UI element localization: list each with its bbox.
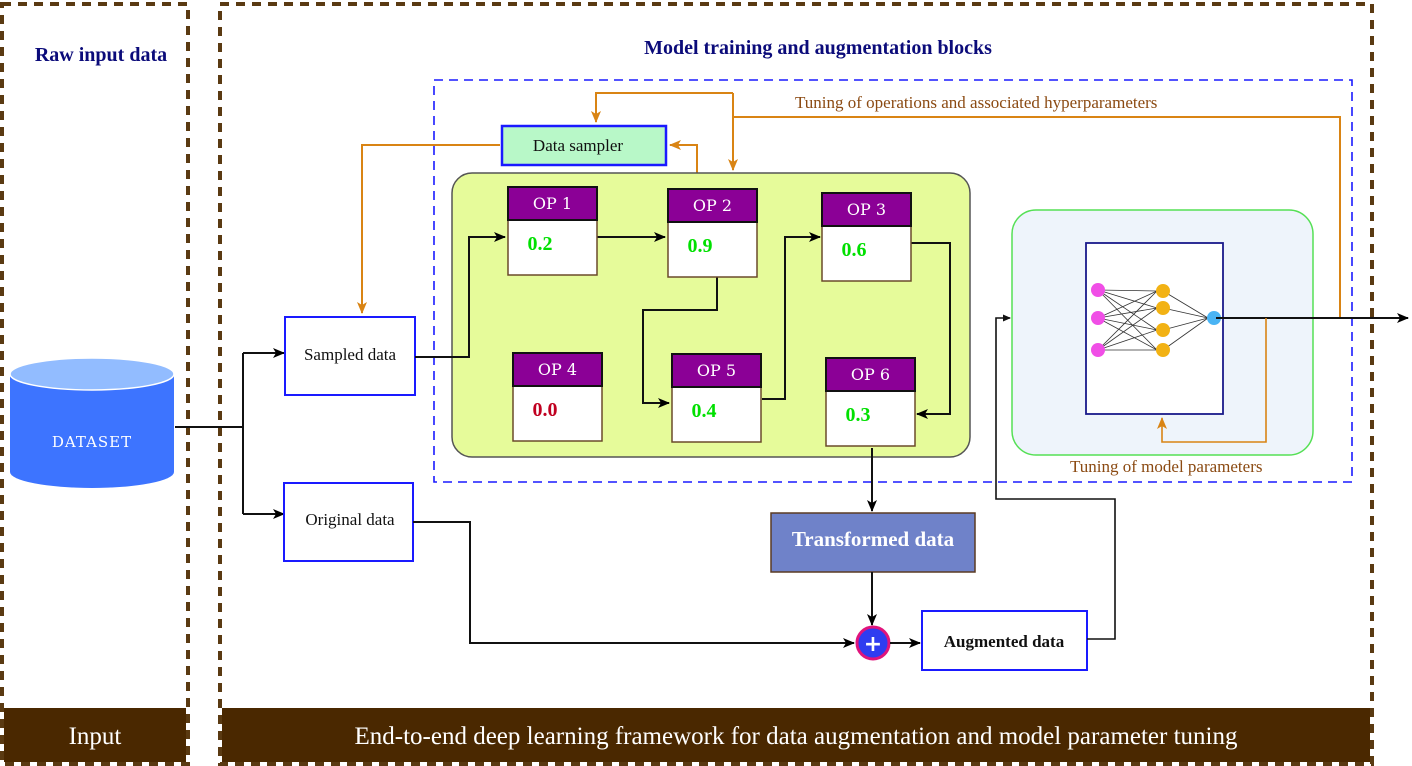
tuning-ops-line — [733, 116, 1341, 318]
operation-header — [507, 186, 598, 221]
input-banner — [4, 708, 186, 762]
nn-edge — [1097, 329, 1158, 351]
neural-network-icon — [1091, 283, 1221, 357]
nn-output-node — [1207, 311, 1221, 325]
tuning-model-annotation: Tuning of model parameters — [1070, 457, 1262, 476]
ops-to-sampler-arrow — [669, 140, 698, 173]
augmented-data-label: Augmented data — [944, 632, 1065, 651]
operation-header — [671, 353, 762, 388]
operation-name: OP 3 — [847, 200, 886, 219]
model-tuning-loop — [1157, 318, 1267, 443]
dataset-top — [9, 357, 175, 391]
operation-probability: 0.3 — [846, 404, 871, 426]
sampler-to-sampled-arrow — [357, 144, 500, 314]
op3-to-op6 — [910, 242, 951, 419]
nn-hidden-node — [1156, 284, 1170, 298]
nn-hidden-node — [1156, 301, 1170, 315]
nn-edge — [1097, 290, 1158, 319]
operation-probability: 0.6 — [842, 239, 867, 261]
transformed-data-label: Transformed data — [792, 527, 955, 551]
operation-name: OP 2 — [693, 196, 732, 215]
nn-hidden-node — [1156, 323, 1170, 337]
nn-hidden-node — [1156, 343, 1170, 357]
plus-icon: + — [864, 632, 882, 657]
dataset-label: DATASET — [52, 433, 132, 451]
augmented-data-box[interactable] — [921, 610, 1088, 671]
input-panel-border — [0, 2, 190, 766]
operation-name: OP 1 — [533, 194, 572, 213]
nn-edge — [1097, 317, 1158, 351]
dataset-cylinder[interactable]: DATASET — [9, 357, 175, 488]
sampled-to-op1 — [415, 232, 506, 358]
nn-edge — [1097, 289, 1158, 292]
operation-box[interactable]: OP 3 0.6 — [821, 192, 912, 282]
nn-edge — [1162, 317, 1209, 331]
operation-body — [825, 390, 916, 447]
operation-header — [667, 188, 758, 223]
dataset-connector — [175, 353, 244, 514]
operation-name: OP 6 — [851, 365, 890, 384]
nn-edge — [1097, 289, 1158, 331]
nn-edge — [1097, 307, 1158, 319]
operation-body — [667, 221, 758, 278]
input-banner-label: Input — [69, 723, 122, 750]
operation-header — [821, 192, 912, 227]
operation-box[interactable]: OP 4 0.0 — [512, 352, 603, 442]
operation-body — [821, 225, 912, 282]
op5-to-op3 — [762, 232, 821, 400]
main-panel-border — [218, 2, 1374, 766]
augmented-to-model — [995, 314, 1116, 640]
sampled-data-box[interactable] — [284, 316, 416, 396]
input-panel-title: Raw input data — [35, 44, 167, 66]
transformed-data-box[interactable] — [770, 512, 976, 573]
combine-node: + — [855, 625, 891, 661]
nn-edge — [1162, 317, 1209, 351]
nn-edge — [1097, 289, 1158, 309]
main-panel-title: Model training and augmentation blocks — [644, 37, 992, 59]
main-banner-label: End-to-end deep learning framework for d… — [355, 723, 1238, 750]
operation-probability: 0.9 — [688, 235, 713, 257]
operation-name: OP 4 — [538, 360, 577, 379]
original-data-box[interactable] — [283, 482, 414, 562]
data-sampler-box[interactable] — [500, 124, 668, 167]
original-to-plus — [413, 521, 855, 648]
operation-box[interactable]: OP 6 0.3 — [825, 357, 916, 447]
sampled-data-label: Sampled data — [304, 345, 397, 364]
operation-box[interactable]: OP 1 0.2 — [507, 186, 598, 276]
nn-edge — [1097, 290, 1158, 351]
operation-body — [512, 385, 603, 442]
operations-group: OP 1 0.2 OP 2 0.9 OP 3 0.6 OP 4 0.0 OP 5 0.4 OP 6 0… — [507, 186, 916, 447]
operation-body — [671, 386, 762, 443]
operation-probability: 0.0 — [533, 399, 558, 421]
operation-header — [512, 352, 603, 387]
nn-edge — [1162, 290, 1209, 319]
operation-box[interactable]: OP 2 0.9 — [667, 188, 758, 278]
main-banner — [222, 708, 1370, 762]
tuning-ops-annotation: Tuning of operations and associated hype… — [795, 93, 1157, 112]
operation-probability: 0.2 — [528, 233, 553, 255]
dataset-body — [10, 376, 174, 488]
operation-probability: 0.4 — [692, 400, 717, 422]
nn-input-node — [1091, 311, 1105, 325]
nn-input-node — [1091, 283, 1105, 297]
training-block-border — [433, 79, 1353, 483]
nn-input-node — [1091, 343, 1105, 357]
data-sampler-label: Data sampler — [533, 136, 623, 155]
nn-edge — [1097, 307, 1158, 351]
tuning-to-sampler-arrow — [591, 92, 733, 123]
nn-edge — [1162, 307, 1209, 319]
original-data-label: Original data — [305, 510, 395, 529]
plus-circle — [855, 625, 891, 661]
operation-header — [825, 357, 916, 392]
operation-body — [507, 219, 598, 276]
nn-edge — [1097, 317, 1158, 331]
operation-box[interactable]: OP 5 0.4 — [671, 353, 762, 443]
operation-name: OP 5 — [697, 361, 736, 380]
op2-to-op5 — [642, 277, 718, 408]
